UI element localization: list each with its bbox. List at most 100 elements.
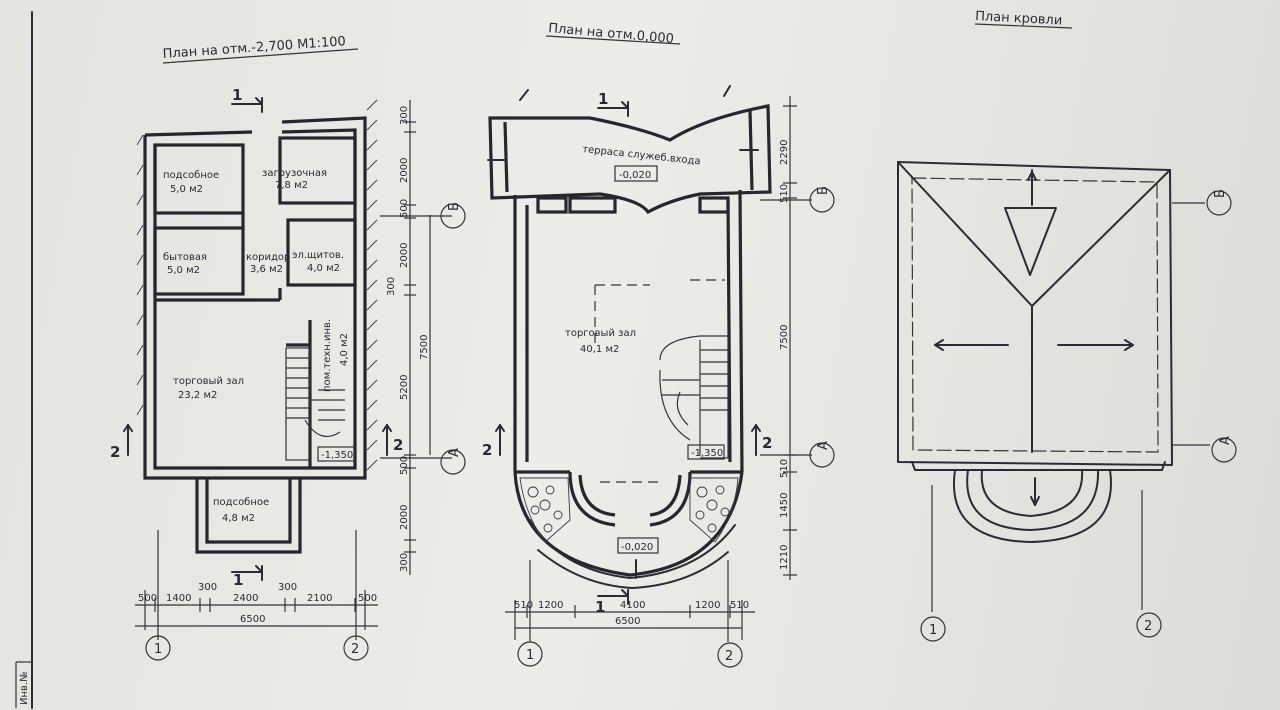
plan1-right-dim: 500 <box>399 456 410 475</box>
axis-label: 2 <box>351 642 359 657</box>
plan1-room-area: 5,0 м2 <box>170 184 203 195</box>
side-stamp: Инв.№ <box>19 672 30 706</box>
plan1-room-area: 4,8 м2 <box>222 513 255 524</box>
plan2-entrance <box>568 471 692 527</box>
plan2-level: -0,020 <box>619 170 651 181</box>
axis-label: 1 <box>526 648 534 663</box>
axis-marker <box>717 642 743 668</box>
plan1-dim: 300 <box>278 582 297 593</box>
plan1-right-dim-total: 7500 <box>419 335 430 360</box>
plan1-room-label: подсобное <box>163 170 219 181</box>
plan1-right-dim: 500 <box>399 199 410 218</box>
plan1-right-dim: 300 <box>386 277 397 296</box>
plan2-right-dim: 2290 <box>779 140 790 165</box>
plan1-room-label: эл.щитов. <box>292 250 344 261</box>
axis-marker <box>343 635 369 661</box>
plan1-earth-hatch <box>136 99 378 471</box>
axis-marker <box>517 641 543 667</box>
axis-label: Б <box>447 202 462 211</box>
plan2-right-dim: 1210 <box>779 545 790 570</box>
plan1-dim: 300 <box>198 582 217 593</box>
axis-marker <box>145 635 171 661</box>
plan1-dim-total: 6500 <box>240 614 265 625</box>
plan2-planter-left <box>519 477 571 543</box>
roof-axis-lines <box>931 202 1210 612</box>
plan2-level: -0,020 <box>621 542 653 553</box>
axis-label: Б <box>1213 189 1228 198</box>
plan2-level-box <box>687 444 725 460</box>
axis-marker <box>440 449 466 475</box>
plan1-room-label: торговый зал <box>173 376 244 387</box>
plan1-dim-lines <box>135 530 378 640</box>
plan1-right-dim: 5200 <box>399 375 410 400</box>
plan2-front-step2 <box>537 549 729 589</box>
plan1-room-label: бытовая <box>163 252 207 263</box>
plan1-right-dim: 300 <box>399 553 410 572</box>
axis-label: А <box>447 448 462 457</box>
plan1-room-label: коридор <box>246 252 290 263</box>
plan1-level: -1,350 <box>321 450 353 461</box>
section-mark-label: 2 <box>110 443 120 461</box>
axis-marker <box>809 187 835 213</box>
plan3-title: План кровли <box>975 9 1063 29</box>
plan1-room-area: 4,0 м2 <box>307 263 340 274</box>
plan2-right-dim-lines <box>760 96 812 580</box>
plan3-title-underline <box>974 23 1073 29</box>
plan2-stairs <box>659 335 729 459</box>
plan1-dim: 1400 <box>166 593 191 604</box>
plan1-title-underline <box>162 48 359 64</box>
plan2-dim: 1200 <box>695 600 720 611</box>
plan1-room-label: подсобное <box>213 497 269 508</box>
section-mark-label: 1 <box>595 598 605 616</box>
plan1-dim: 500 <box>358 593 377 604</box>
section-mark-label: 2 <box>762 434 772 452</box>
plan2-dim-lines <box>505 560 755 642</box>
plan1-room-area: 7,8 м2 <box>275 180 308 191</box>
plan2-right-dim: 7500 <box>779 325 790 350</box>
axis-label: Б <box>816 186 831 195</box>
axis-label: 1 <box>929 623 937 638</box>
plan2-level-box <box>617 537 659 554</box>
axis-label: А <box>1218 436 1233 445</box>
plan2-front-arc <box>513 471 744 577</box>
plan2-right-dim: 1450 <box>779 493 790 518</box>
section-mark-label: 1 <box>232 86 242 104</box>
plan1-right-dim: 2000 <box>399 505 410 530</box>
plan2-dim-total: 6500 <box>615 616 640 627</box>
plan1-dim: 2400 <box>233 593 258 604</box>
section-mark-label: 1 <box>598 90 608 108</box>
plan1-room-label: пом.техн.инв. <box>322 319 333 392</box>
plan1-right-dim: 2000 <box>399 158 410 183</box>
plan1-room-area: 3,6 м2 <box>250 264 283 275</box>
axis-marker <box>1211 437 1237 463</box>
roof-plan <box>897 161 1173 543</box>
plan2-right-dim: 510 <box>779 184 790 203</box>
plan2-right-dim: 510 <box>779 459 790 478</box>
plan2-title-underline <box>545 35 681 45</box>
section-mark-label: 1 <box>233 571 243 589</box>
plan2-hall-walls <box>513 189 744 474</box>
axis-marker <box>809 442 835 468</box>
plan2-dim: 4100 <box>620 600 645 611</box>
plan2-section-marks <box>487 85 761 605</box>
plan1-right-dim: 2000 <box>399 243 410 268</box>
plan2-front-step <box>529 519 736 579</box>
axis-label: 1 <box>154 642 162 657</box>
plan2-planter-right <box>689 477 739 543</box>
plan2-level: -1,350 <box>691 448 723 459</box>
section-mark-label: 2 <box>482 441 492 459</box>
plan1-right-dim: 300 <box>399 106 410 125</box>
plan2-level-box <box>614 165 658 182</box>
plan1-walls <box>143 116 367 554</box>
plan1-dim: 500 <box>138 593 157 604</box>
plan2-partition-lines <box>594 279 725 483</box>
plan2-dim: 510 <box>730 600 749 611</box>
plan1-title: План на отм.-2,700 М1:100 <box>162 34 346 62</box>
plan2-room-area: 40,1 м2 <box>580 344 619 355</box>
plan2-room-label: терраса служеб.входа <box>582 144 701 167</box>
plan1-stairs <box>285 347 345 461</box>
axis-label: 2 <box>1144 619 1152 634</box>
plan1-right-dim-lines <box>380 100 452 575</box>
